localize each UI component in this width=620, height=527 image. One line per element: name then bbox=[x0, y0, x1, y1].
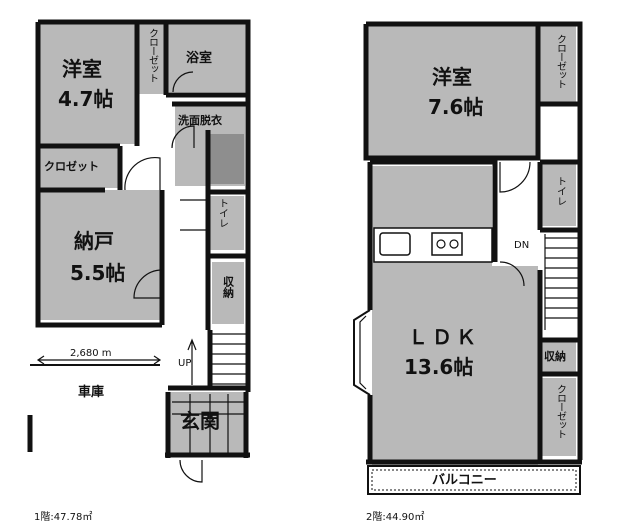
f2-bedroom-size: 7.6帖 bbox=[428, 95, 483, 119]
f1-stairs-up-label: UP bbox=[178, 358, 191, 369]
f2-closet-top-fill bbox=[540, 26, 576, 104]
f1-toilet-label: トイレ bbox=[217, 198, 229, 228]
f2-bay-window bbox=[353, 309, 371, 396]
f1-storeroom-fill bbox=[36, 190, 162, 320]
f1-bedroom-size: 4.7帖 bbox=[58, 87, 113, 111]
f2-burner-right bbox=[449, 239, 459, 249]
floor-1-plan bbox=[27, 19, 251, 483]
f2-burner-left bbox=[436, 239, 446, 249]
f2-storage-label: 収納 bbox=[544, 349, 566, 363]
f1-storage-fill bbox=[212, 262, 244, 324]
f1-closet-small-fill bbox=[135, 24, 165, 94]
f2-bay-window-inner bbox=[359, 315, 367, 390]
f2-balcony-rail bbox=[371, 469, 577, 491]
f2-wall-ldk-top bbox=[370, 159, 498, 262]
f1-storeroom-door bbox=[133, 269, 163, 299]
f1-wall-stairs bbox=[207, 330, 251, 392]
f1-area-label: 1階:47.78㎡ bbox=[34, 511, 92, 523]
f2-stove bbox=[431, 232, 463, 256]
f2-ldk-door bbox=[499, 261, 525, 287]
f2-balcony-frame bbox=[367, 465, 581, 495]
f1-storage-label: 収納 bbox=[222, 276, 235, 299]
f2-ldk-name: ＬＤＫ bbox=[408, 325, 480, 349]
f2-closet-top-label: クローゼット bbox=[555, 34, 567, 88]
f1-wall-entrance-sides bbox=[165, 392, 249, 458]
f1-bath-fill bbox=[168, 24, 246, 92]
f1-bath-label: 浴室 bbox=[186, 50, 212, 66]
f1-stairs bbox=[187, 333, 246, 385]
f1-closet-small-label: クローゼット bbox=[147, 28, 159, 82]
f2-ldk-size: 13.6帖 bbox=[404, 355, 473, 379]
f1-bedroom-fill bbox=[40, 24, 135, 144]
f1-dimension-line bbox=[36, 355, 162, 365]
f1-garage-label: 車庫 bbox=[78, 384, 104, 400]
f1-wall-closet bbox=[38, 146, 123, 193]
f2-closet-bottom-label: クローゼット bbox=[555, 384, 567, 438]
f2-wall-bedroom bbox=[363, 24, 541, 161]
f1-toilet-fill bbox=[210, 196, 244, 250]
f1-wash-door bbox=[171, 125, 195, 149]
f2-area-label: 2階:44.90㎡ bbox=[366, 511, 424, 523]
f2-closet-bottom-fill bbox=[540, 378, 576, 456]
f2-ldk-east-fill bbox=[492, 266, 538, 466]
f1-storeroom-name: 納戸 bbox=[74, 229, 114, 253]
f1-dimension-label: 2,680 m bbox=[70, 348, 112, 359]
f2-toilet-label: トイレ bbox=[555, 176, 567, 206]
f1-bedroom-name: 洋室 bbox=[62, 57, 102, 81]
f2-stairs bbox=[544, 234, 578, 330]
f1-closet-fill bbox=[40, 148, 120, 188]
f2-toilet-fill bbox=[542, 162, 576, 226]
f2-stairs-down-label: DN bbox=[514, 240, 529, 251]
f1-wall-toilet bbox=[208, 189, 248, 259]
f1-wall-bath bbox=[163, 22, 248, 98]
f1-entrance-label: 玄関 bbox=[180, 409, 220, 433]
f2-bedroom-fill bbox=[368, 26, 538, 156]
f2-storage-fill bbox=[542, 342, 576, 372]
f1-entrance-tiles bbox=[172, 394, 244, 454]
f1-storeroom-size: 5.5帖 bbox=[70, 261, 125, 285]
f1-outer-wall-top-right bbox=[38, 19, 251, 330]
f2-hall-door bbox=[499, 161, 531, 193]
f1-hall-marks bbox=[180, 199, 206, 231]
f2-balcony-label: バルコニー bbox=[432, 473, 497, 488]
f2-outer-wall-top-right bbox=[366, 21, 583, 460]
floor-2-plan bbox=[353, 21, 583, 495]
f1-closet-label: クロゼット bbox=[44, 159, 99, 173]
f2-sink bbox=[379, 232, 411, 256]
f1-outer-wall-left bbox=[35, 22, 162, 328]
f2-wall-storage bbox=[540, 337, 580, 377]
f1-entrance-door bbox=[179, 459, 203, 483]
f1-wall-bedroom-bottom bbox=[38, 95, 140, 149]
f1-bath-door bbox=[172, 71, 194, 93]
f1-washroom-label: 洗面脱衣 bbox=[178, 113, 223, 127]
f2-wall-toilet bbox=[537, 159, 580, 233]
f2-bedroom-name: 洋室 bbox=[432, 65, 472, 89]
f1-wash-basin-fill bbox=[208, 134, 244, 184]
f1-storeroom-top-door bbox=[124, 156, 161, 191]
f2-ldk-fill bbox=[372, 166, 492, 466]
